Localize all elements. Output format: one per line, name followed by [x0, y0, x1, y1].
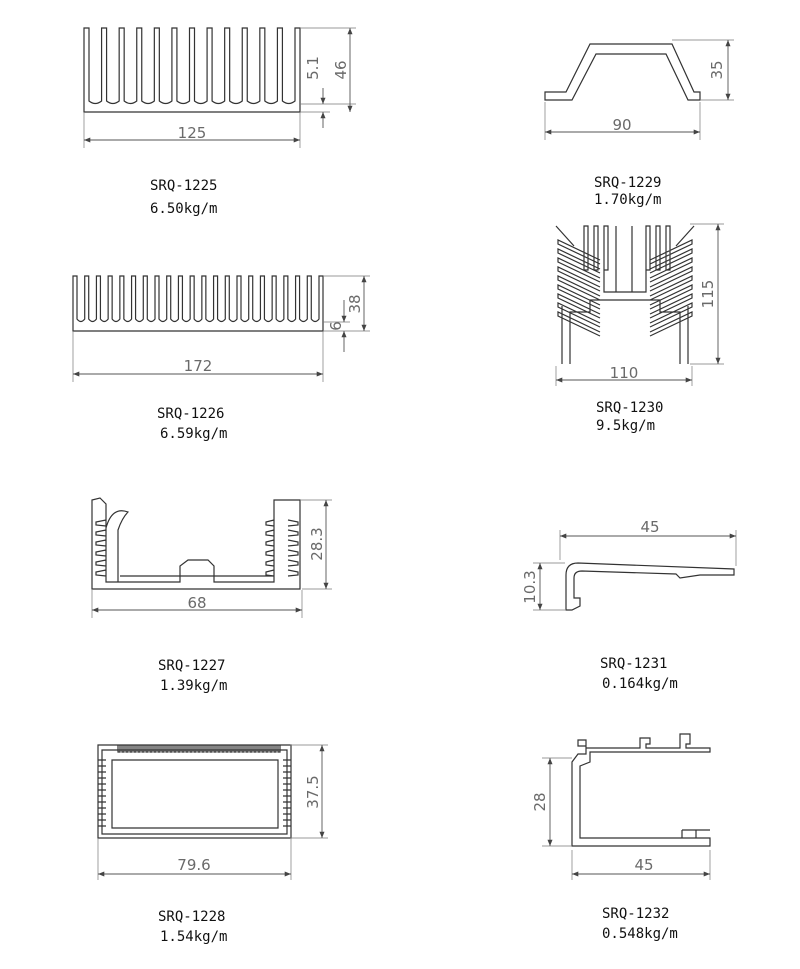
profile-weight: 1.54kg/m	[160, 929, 227, 945]
profile-code: SRQ-1229	[594, 175, 661, 191]
profile-weight: 1.39kg/m	[160, 678, 227, 694]
dimension-height: 37.5	[304, 775, 322, 808]
profile-srq-1232: 45 28 SRQ-1232 0.548kg/m	[531, 733, 711, 942]
profile-srq-1228: 79.6 37.5 SRQ-1228 1.54kg/m	[97, 744, 328, 945]
dimension-width: 110	[610, 364, 639, 382]
profile-srq-1229: 90 35 SRQ-1229 1.70kg/m	[544, 39, 734, 208]
profile-srq-1231: 45 10.3 SRQ-1231 0.164kg/m	[521, 518, 737, 692]
profile-code: SRQ-1225	[150, 178, 217, 194]
dimension-height: 38	[346, 294, 364, 313]
profile-weight: 0.164kg/m	[602, 676, 678, 692]
dimension-height: 28.3	[308, 527, 326, 560]
dimension-height: 28	[531, 792, 549, 811]
dimension-width: 172	[184, 357, 213, 375]
dimension-height: 10.3	[521, 570, 539, 603]
profile-srq-1227: 68 28.3 SRQ-1227 1.39kg/m	[91, 497, 332, 694]
dimension-height: 46	[332, 60, 350, 79]
profile-code: SRQ-1230	[596, 400, 663, 416]
profile-code: SRQ-1227	[158, 658, 225, 674]
profile-weight: 1.70kg/m	[594, 192, 661, 208]
dimension-width: 79.6	[177, 856, 210, 874]
frame-channel-drawing	[571, 733, 711, 847]
profile-code: SRQ-1226	[157, 406, 224, 422]
profile-srq-1226: 172 6 38 SRQ-1226 6.59kg/m	[72, 275, 370, 442]
dimension-base-thickness: 6	[327, 321, 345, 331]
profile-srq-1225: 125 5.1 46 SRQ-1225 6.50kg/m	[83, 27, 356, 217]
dimension-width: 45	[634, 856, 653, 874]
profile-srq-1230: 110 115 SRQ-1230 9.5kg/m	[555, 223, 724, 434]
dimension-base-thickness: 5.1	[304, 56, 322, 80]
profile-code: SRQ-1231	[600, 656, 667, 672]
edge-trim-drawing	[565, 562, 735, 611]
profile-weight: 6.50kg/m	[150, 201, 217, 217]
profile-code: SRQ-1232	[602, 906, 669, 922]
dimension-width: 45	[640, 518, 659, 536]
profile-weight: 9.5kg/m	[596, 418, 655, 434]
dimension-width: 68	[187, 594, 206, 612]
heatsink-drawing	[83, 27, 301, 113]
dimension-height: 115	[699, 280, 717, 309]
profile-weight: 0.548kg/m	[602, 926, 678, 942]
dimension-width: 125	[178, 124, 207, 142]
radial-heatsink-drawing	[555, 225, 695, 364]
profile-weight: 6.59kg/m	[160, 426, 227, 442]
dimension-width: 90	[612, 116, 631, 134]
profile-code: SRQ-1228	[158, 909, 225, 925]
enclosure-half-drawing	[91, 497, 301, 590]
dimension-height: 35	[708, 60, 726, 79]
enclosure-shell-drawing	[97, 744, 292, 839]
heatsink-drawing	[72, 275, 324, 332]
hat-channel-drawing	[544, 43, 701, 101]
